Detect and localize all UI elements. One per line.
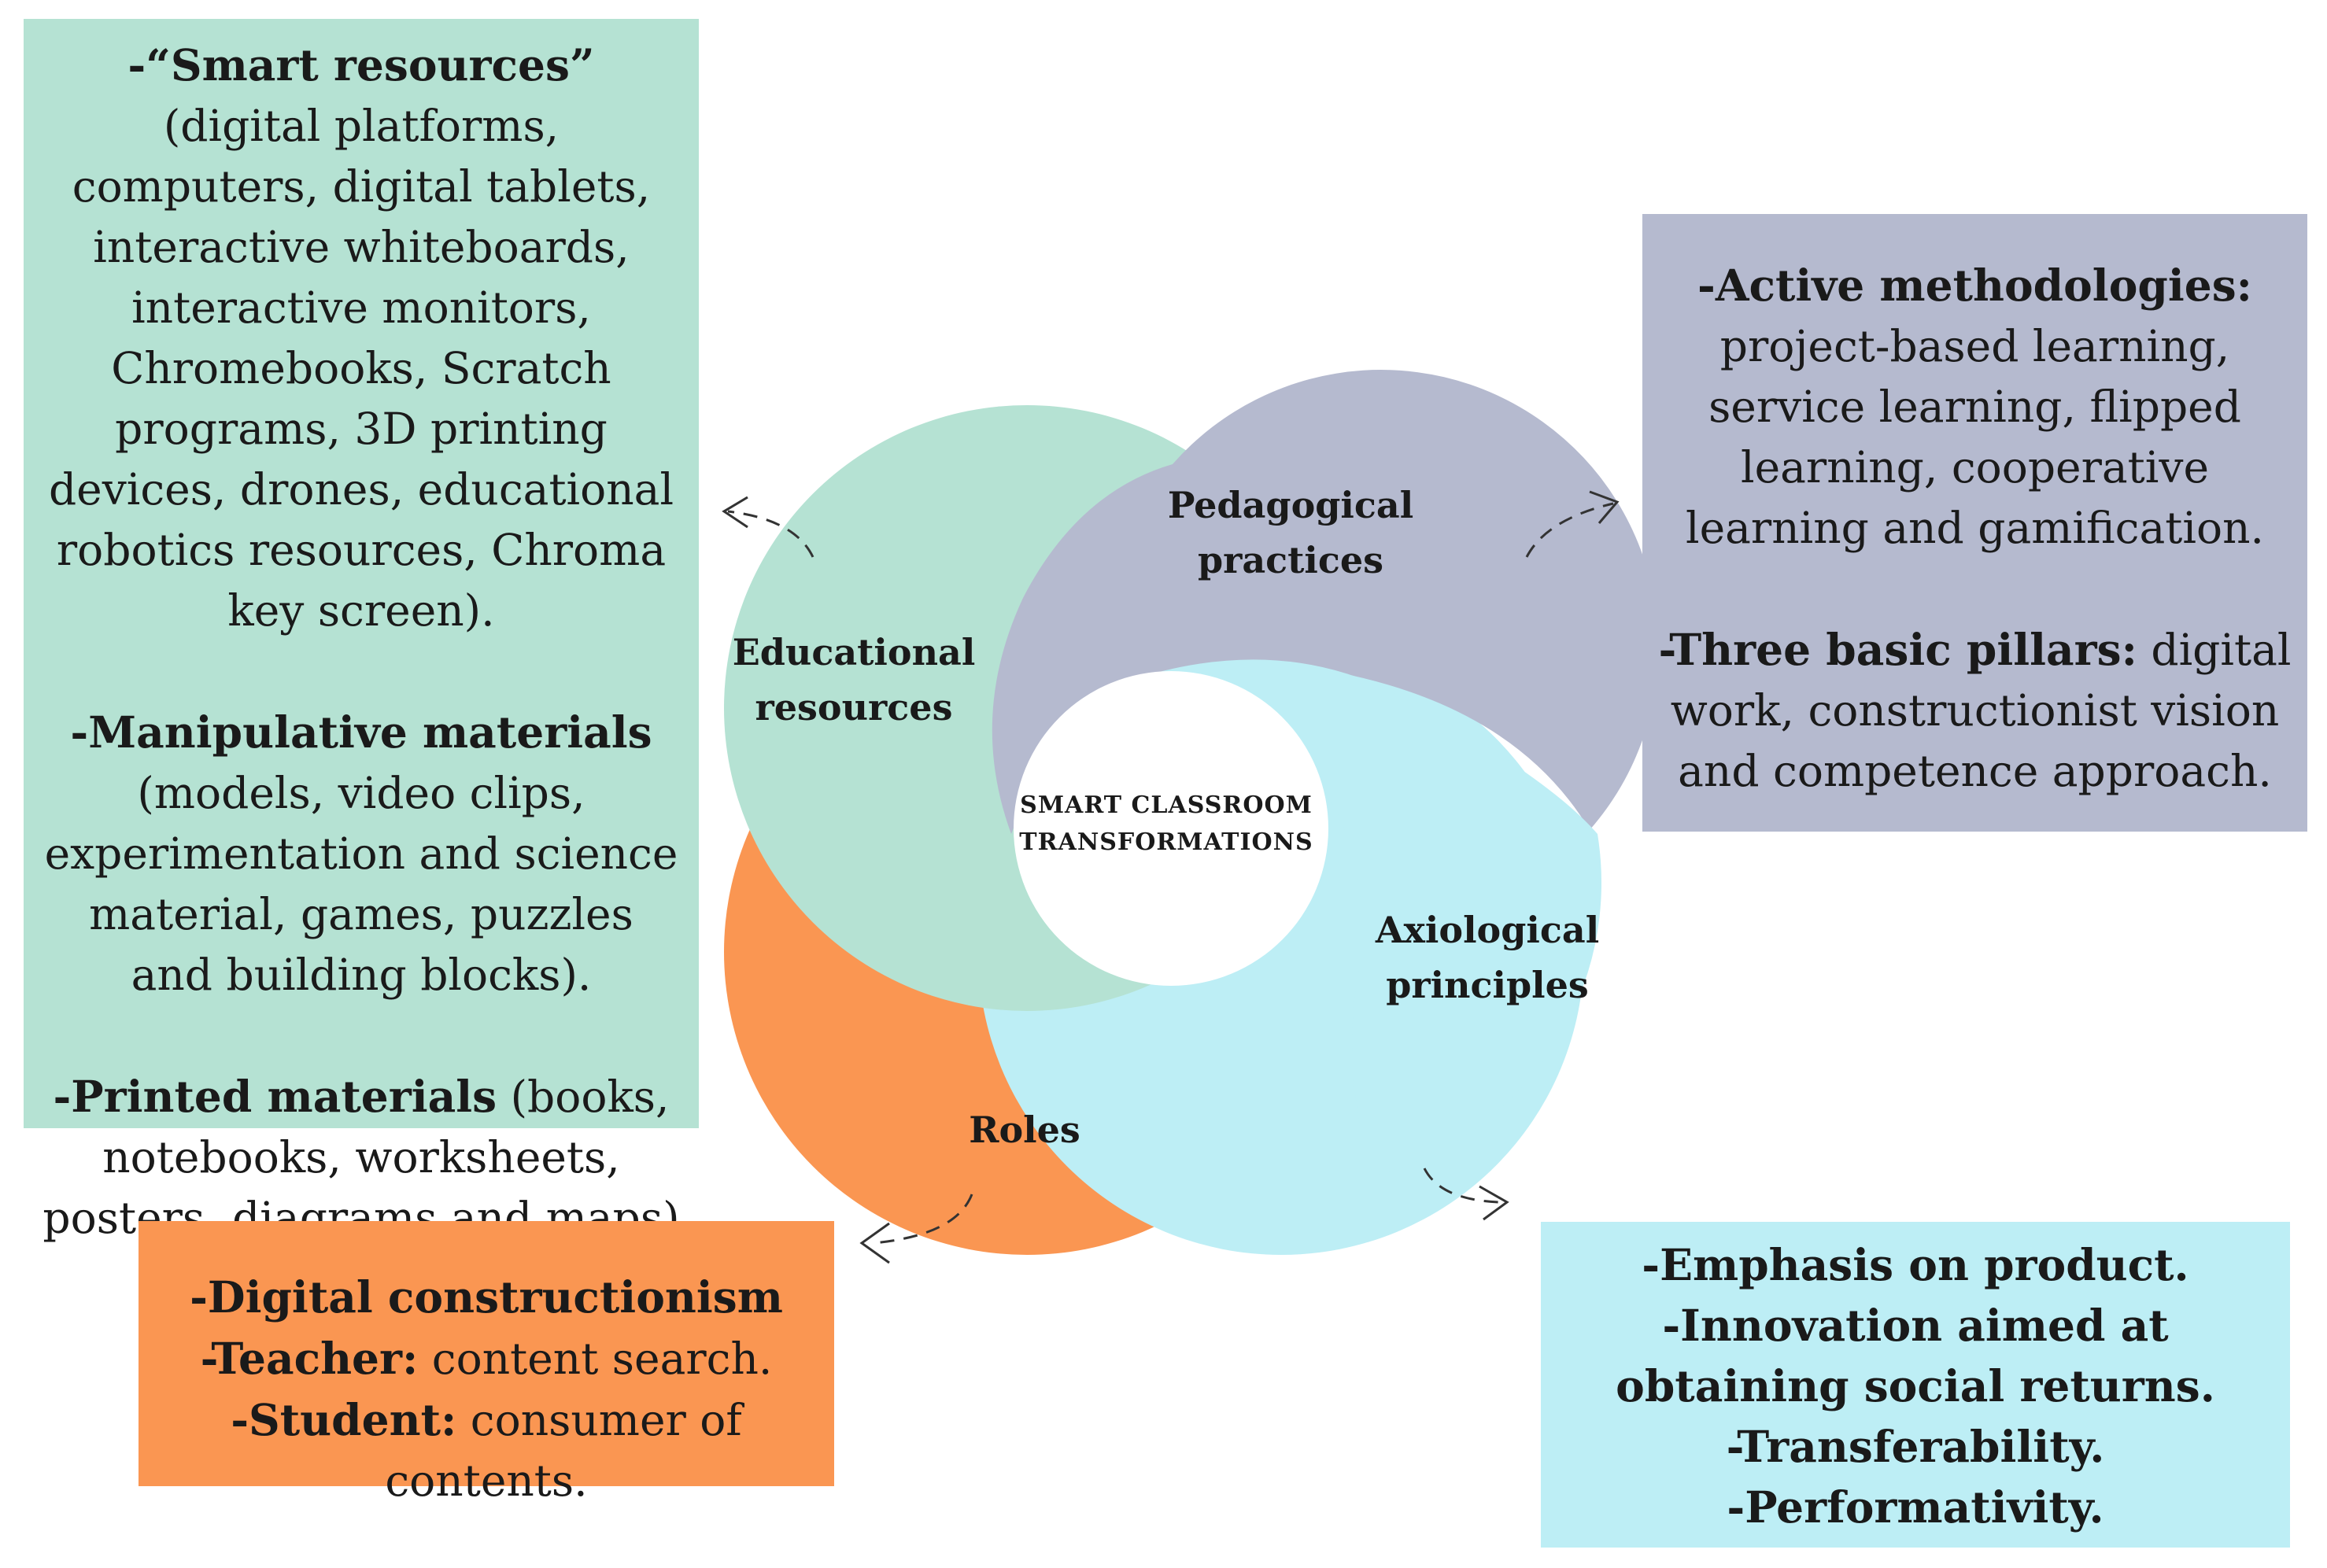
smart-resources-text: -“Smart resources” (digital platforms, c… [48,39,674,636]
arrow-to-resources [727,510,814,558]
teacher-role-text: -Teacher: content search. [200,1333,773,1384]
arrowhead-roles-icon [859,1222,890,1264]
arrowhead-resources-icon [722,496,748,529]
axiological-principles-label-2: principles [1386,964,1589,1006]
arrow-to-roles [873,1194,973,1245]
axiological-principles-label: Axiological [1375,909,1599,951]
performativity-text: -Performativity. [1727,1481,2104,1533]
arrowhead-pedagogical-icon [1589,490,1620,524]
active-methodologies-text: -Active methodologies: project-based lea… [1686,260,2264,553]
axiological-principles-box: -Emphasis on product. -Innovation aimed … [1541,1222,2290,1548]
pedagogical-practices-segment [992,370,1659,835]
emphasis-product-text: -Emphasis on product. [1642,1239,2189,1290]
three-pillars-text: -Three basic pillars: digital work, cons… [1658,624,2292,796]
arrow-to-pedagogical [1525,502,1614,558]
student-role-text: -Student: consumer of contents. [231,1394,742,1506]
center-title-line-2: TRANSFORMATIONS [1019,828,1313,856]
educational-resources-label-2: resources [755,686,953,729]
pedagogical-practices-label: Pedagogical [1168,484,1413,526]
digital-constructionism-text: -Digital constructionism [190,1271,783,1323]
axiological-overlap [1129,659,1602,1176]
pedagogical-practices-box: -Active methodologies: project-based lea… [1642,214,2307,832]
roles-label: Roles [969,1109,1080,1151]
educational-resources-box: -“Smart resources” (digital platforms, c… [24,19,699,1243]
educational-resources-label: Educational [733,631,976,673]
center-title-line-1: SMART CLASSROOM [1020,791,1313,819]
roles-box: -Digital constructionism -Teacher: conte… [139,1221,834,1506]
center-circle [1014,671,1328,986]
innovation-text: -Innovation aimed at obtaining social re… [1616,1300,2215,1411]
pedagogical-practices-label-2: practices [1198,539,1383,581]
manipulative-materials-text: -Manipulative materials (models, video c… [44,707,678,1000]
arrowhead-axiological-icon [1479,1185,1509,1221]
arrow-to-axiological [1423,1168,1500,1204]
transferability-text: -Transferability. [1726,1421,2105,1472]
